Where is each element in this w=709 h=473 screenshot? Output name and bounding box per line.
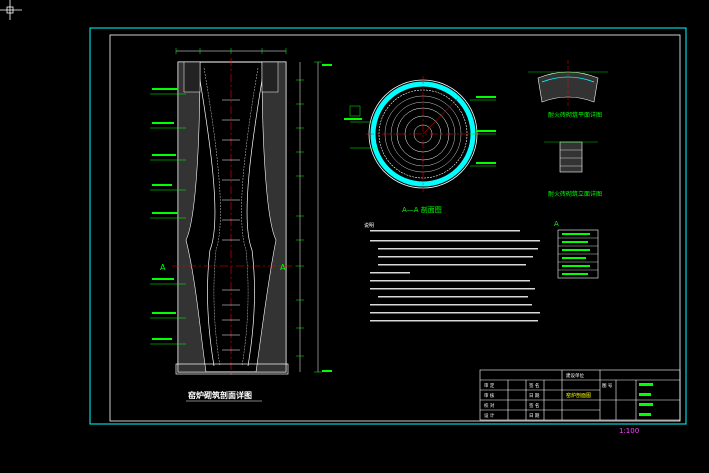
- title-project-label: 建设单位: [566, 372, 584, 379]
- title-role-4: 设 计: [484, 412, 495, 419]
- cursor-crosshair-icon: [0, 0, 22, 20]
- section-title: A—A 剖面图: [402, 205, 442, 214]
- elevation-detail-view: [544, 141, 598, 173]
- elevation-detail-title: 耐火砖砌筑立面详图: [548, 190, 602, 198]
- plan-detail-title: 耐火砖砌筑平面详图: [548, 111, 602, 119]
- title-role-2: 审 核: [484, 392, 495, 399]
- elevation-title: 窑炉砌筑剖面详图: [188, 390, 252, 400]
- plan-detail-view: [528, 60, 608, 106]
- title-role-3: 校 对: [484, 402, 495, 409]
- legend-marker: A: [554, 220, 559, 228]
- title-block: [479, 369, 681, 421]
- title-sign-4: 日 期: [529, 413, 540, 419]
- title-role-1: 审 定: [484, 382, 495, 389]
- title-sheet-label: 图 号: [602, 383, 613, 389]
- sheet-outer-frame: [89, 27, 687, 425]
- section-marker-left: A: [160, 263, 166, 272]
- title-sign-3: 签 名: [529, 402, 539, 409]
- title-sign-2: 日 期: [529, 393, 540, 399]
- title-drawing-label: 窑炉剖面图: [566, 392, 591, 399]
- legend-table: [557, 229, 599, 279]
- scale-label: 1:100: [619, 427, 639, 435]
- title-sign-1: 签 名: [529, 382, 539, 389]
- notes-heading: 说明: [364, 222, 374, 229]
- kiln-elevation-view: [150, 48, 332, 378]
- section-circle-view: [344, 76, 496, 192]
- section-marker-right: A: [280, 263, 286, 272]
- design-notes: [370, 230, 540, 322]
- sheet-inner-frame: [109, 34, 681, 422]
